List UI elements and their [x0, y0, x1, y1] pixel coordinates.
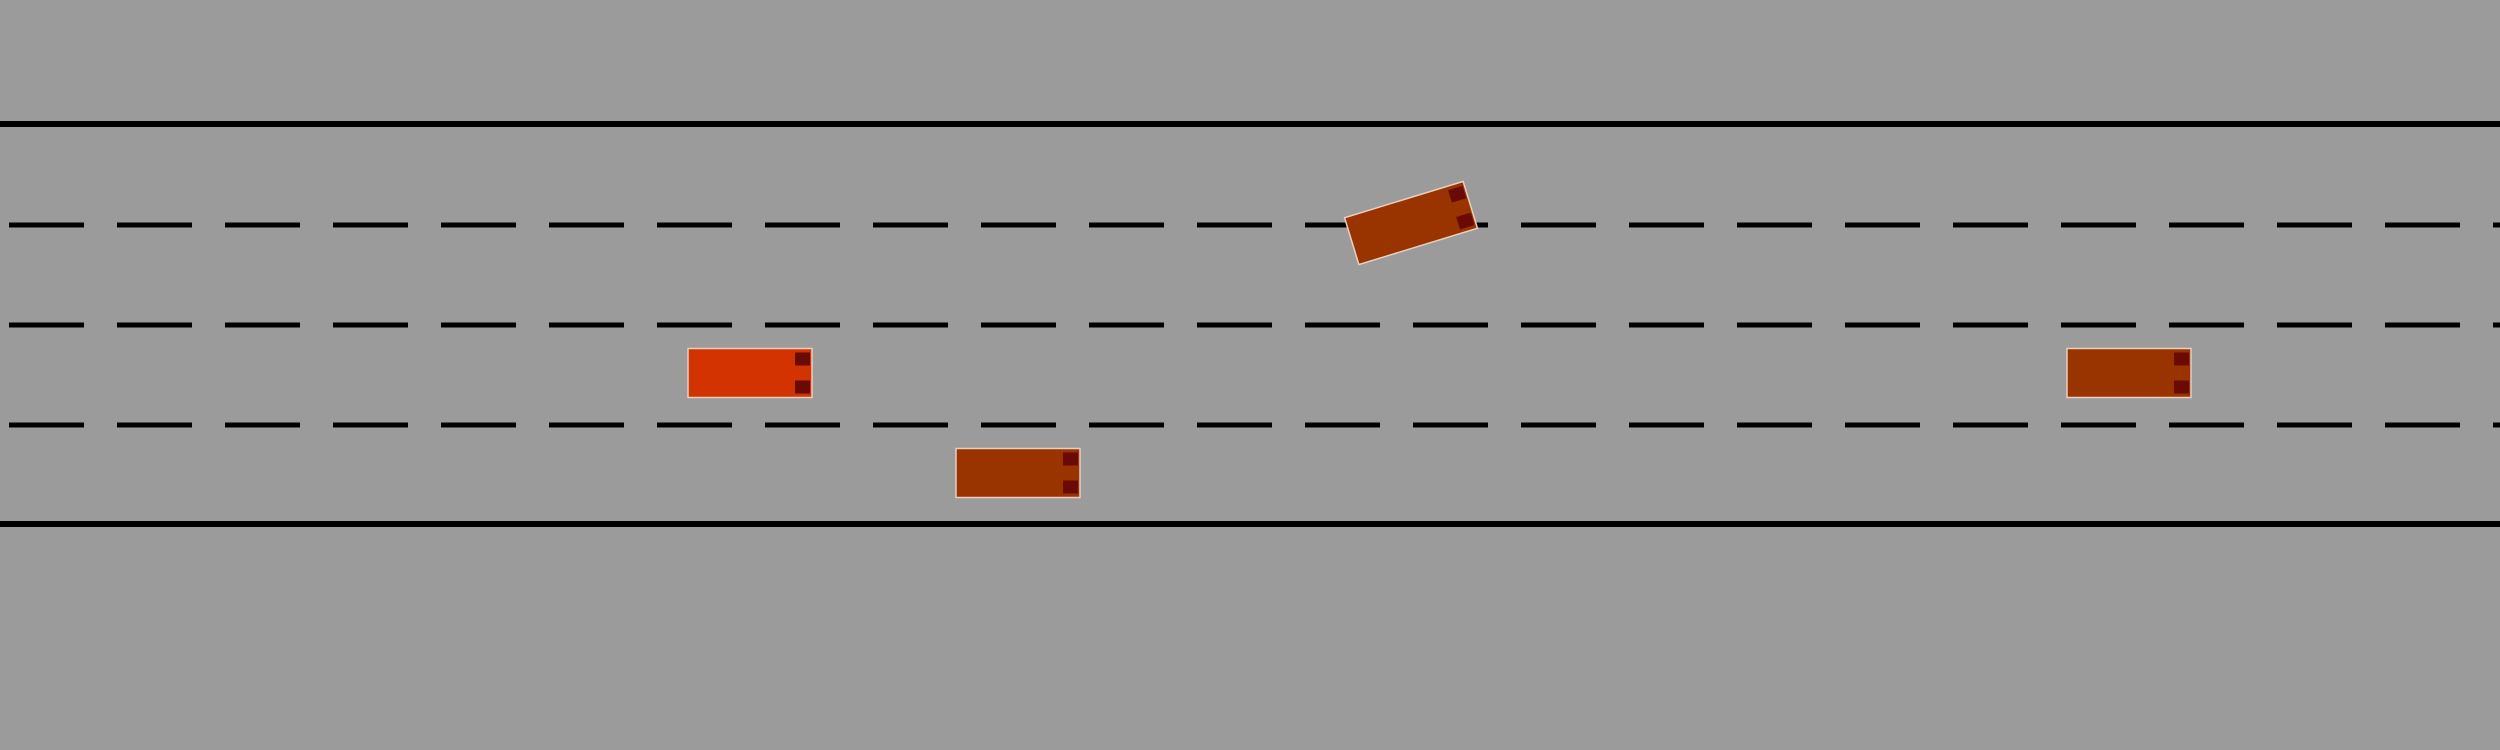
- vehicle-body: [1343, 180, 1479, 266]
- vehicle: [955, 447, 1081, 499]
- headlight-left: [2174, 352, 2189, 366]
- headlight-right: [795, 380, 810, 394]
- headlight-right: [1063, 480, 1078, 494]
- vehicle-body: [687, 347, 813, 399]
- ego-vehicle: [687, 347, 813, 399]
- headlight-left: [1448, 185, 1467, 203]
- vehicles-layer: [687, 180, 2192, 499]
- headlight-left: [1063, 452, 1078, 466]
- vehicle-body: [955, 447, 1081, 499]
- vehicle-body: [2066, 347, 2192, 399]
- headlight-left: [795, 352, 810, 366]
- headlight-right: [1456, 212, 1475, 230]
- vehicle: [2066, 347, 2192, 399]
- headlight-right: [2174, 380, 2189, 394]
- vehicle: [1343, 180, 1479, 266]
